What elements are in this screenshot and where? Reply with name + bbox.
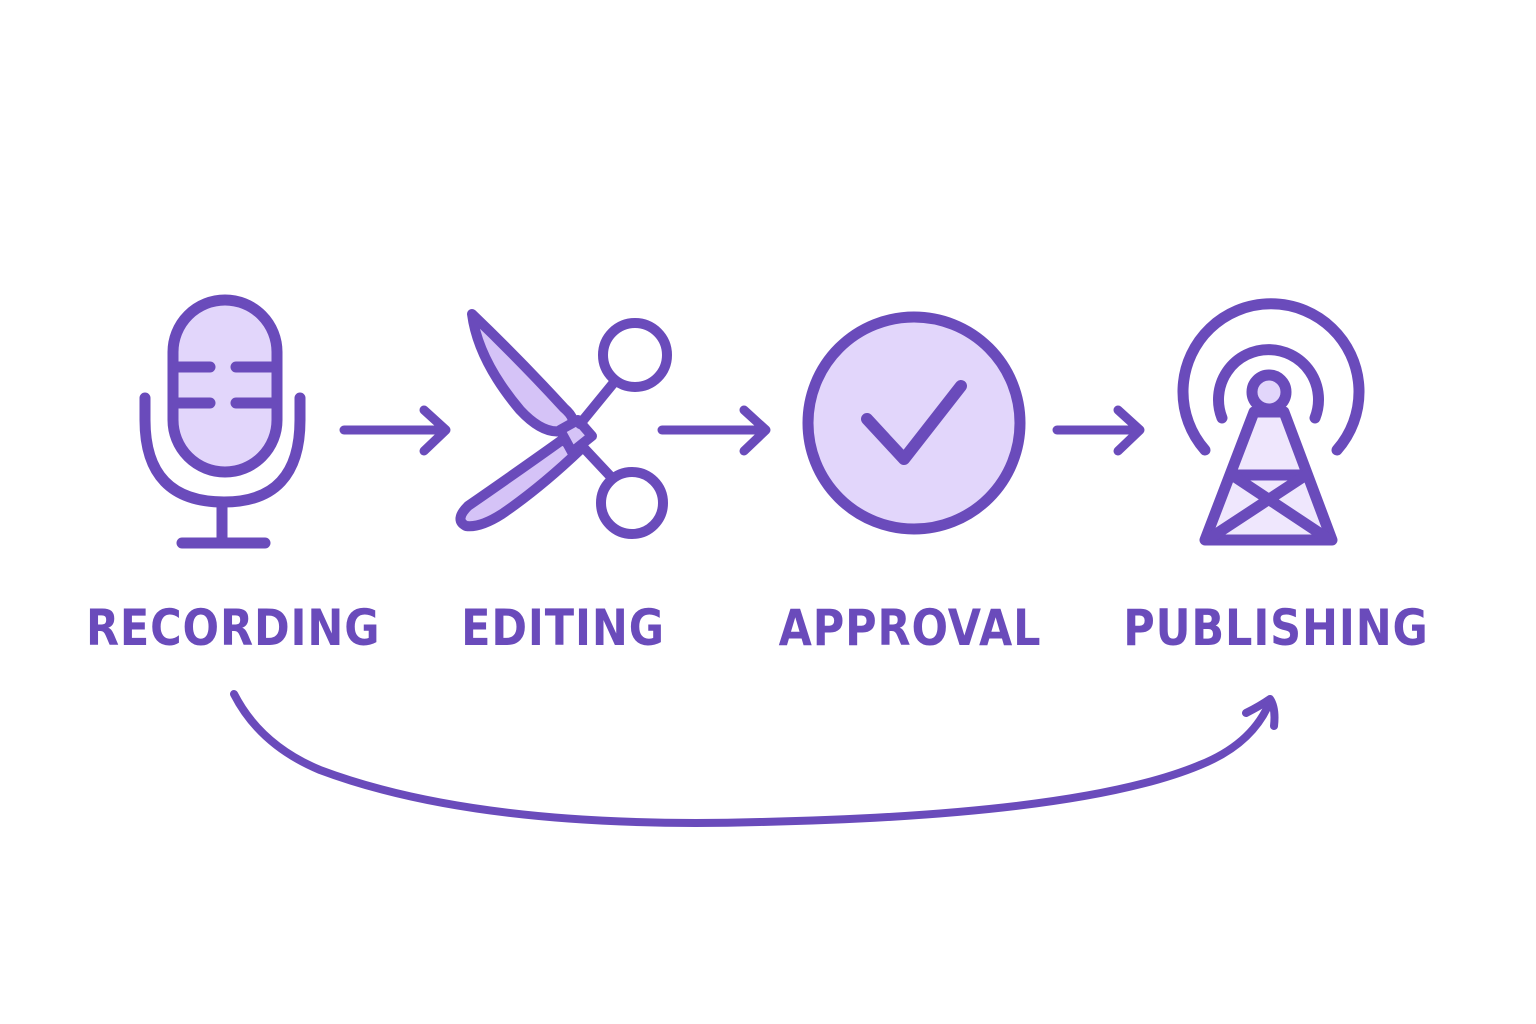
- arrow-editing-to-approval: [657, 405, 771, 456]
- step-label-approval: APPROVAL: [778, 599, 1042, 657]
- step-label-recording: RECORDING: [85, 599, 381, 657]
- scissors-icon: [455, 309, 672, 539]
- arrow-approval-to-publishing: [1052, 405, 1145, 456]
- step-label-publishing: PUBLISHING: [1123, 599, 1429, 657]
- curved-arrow-recording-to-publishing: [230, 690, 1279, 827]
- step-label-editing: EDITING: [461, 599, 665, 657]
- microphone-icon: [139, 294, 306, 549]
- arrow-recording-to-editing: [339, 405, 451, 456]
- check-circle-icon: [802, 311, 1026, 535]
- broadcast-tower-icon: [1177, 298, 1365, 546]
